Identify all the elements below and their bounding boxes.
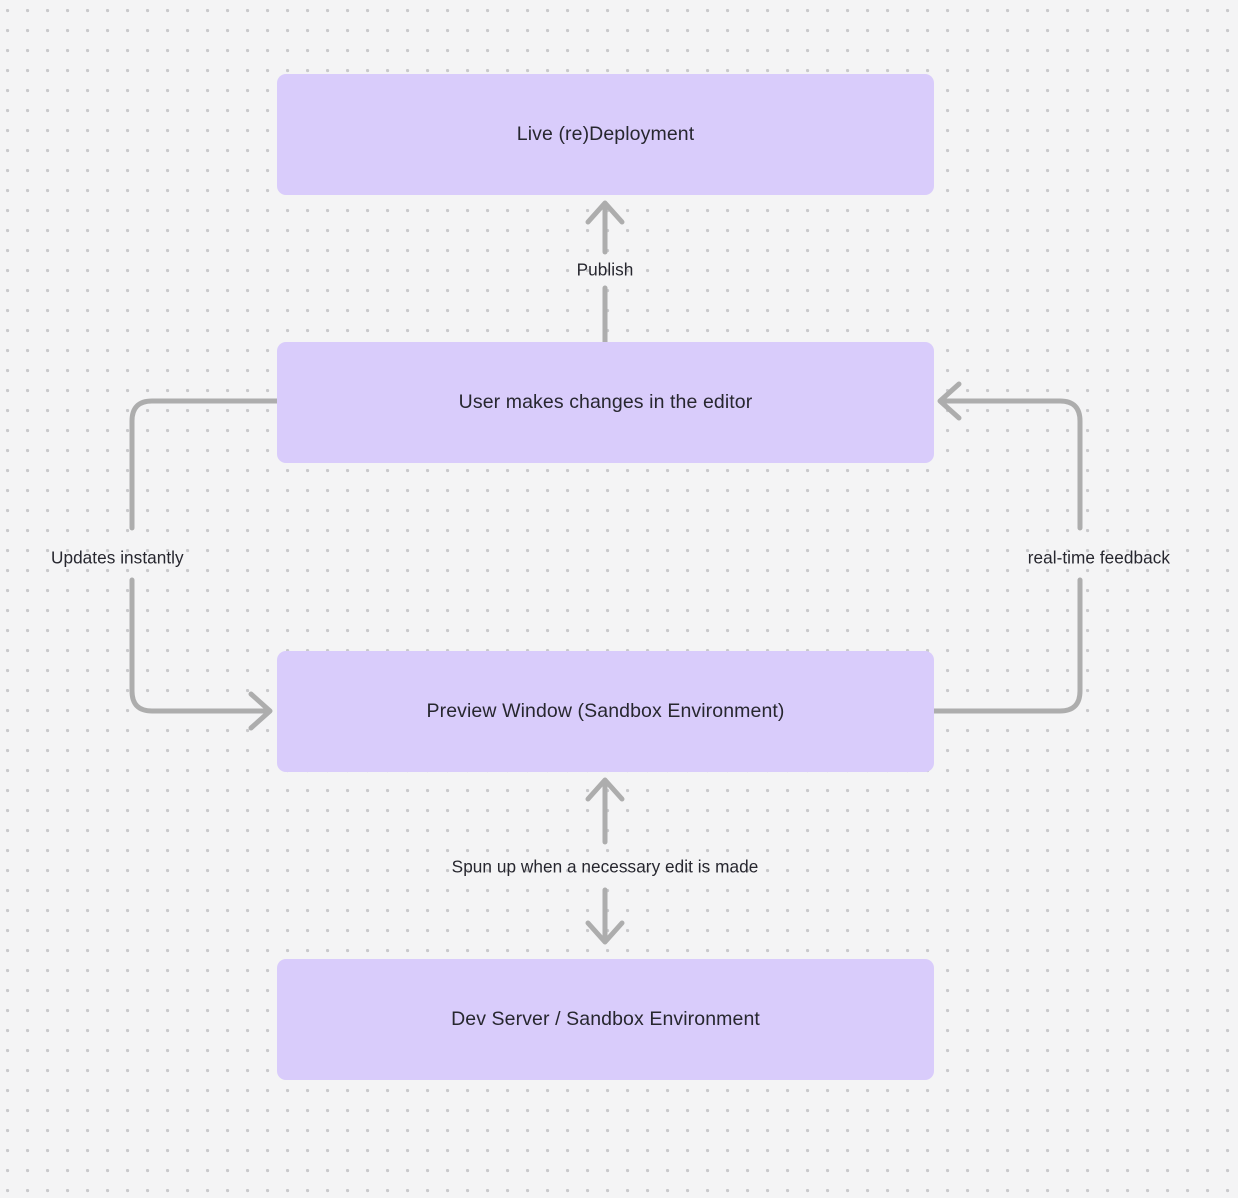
edge-updates-instantly-upper-segment (129, 398, 280, 531)
arrowhead-down-icon (585, 920, 625, 945)
node-preview-window[interactable]: Preview Window (Sandbox Environment) (277, 651, 934, 772)
node-dev-server[interactable]: Dev Server / Sandbox Environment (277, 959, 934, 1080)
node-live-deployment[interactable]: Live (re)Deployment (277, 74, 934, 195)
node-live-deployment-label: Live (re)Deployment (516, 123, 695, 146)
arrowhead-up-icon (585, 777, 625, 802)
edge-label-spun-up: Spun up when a necessary edit is made (451, 856, 759, 877)
edge-label-real-time-feedback: real-time feedback (1027, 547, 1170, 568)
node-user-edits-label: User makes changes in the editor (458, 391, 753, 414)
edge-label-updates-instantly: Updates instantly (51, 547, 184, 568)
edge-label-publish: Publish (576, 259, 634, 280)
node-user-edits[interactable]: User makes changes in the editor (277, 342, 934, 463)
edge-real-time-feedback-lower-segment (931, 577, 1083, 714)
arrowhead-left-icon (937, 381, 962, 421)
node-dev-server-label: Dev Server / Sandbox Environment (451, 1008, 760, 1031)
node-preview-window-label: Preview Window (Sandbox Environment) (426, 700, 785, 723)
edge-real-time-feedback-upper-segment (939, 398, 1083, 531)
arrowhead-up-icon (585, 200, 625, 225)
edge-updates-instantly-lower-segment (129, 577, 271, 714)
arrowhead-right-icon (248, 691, 273, 731)
